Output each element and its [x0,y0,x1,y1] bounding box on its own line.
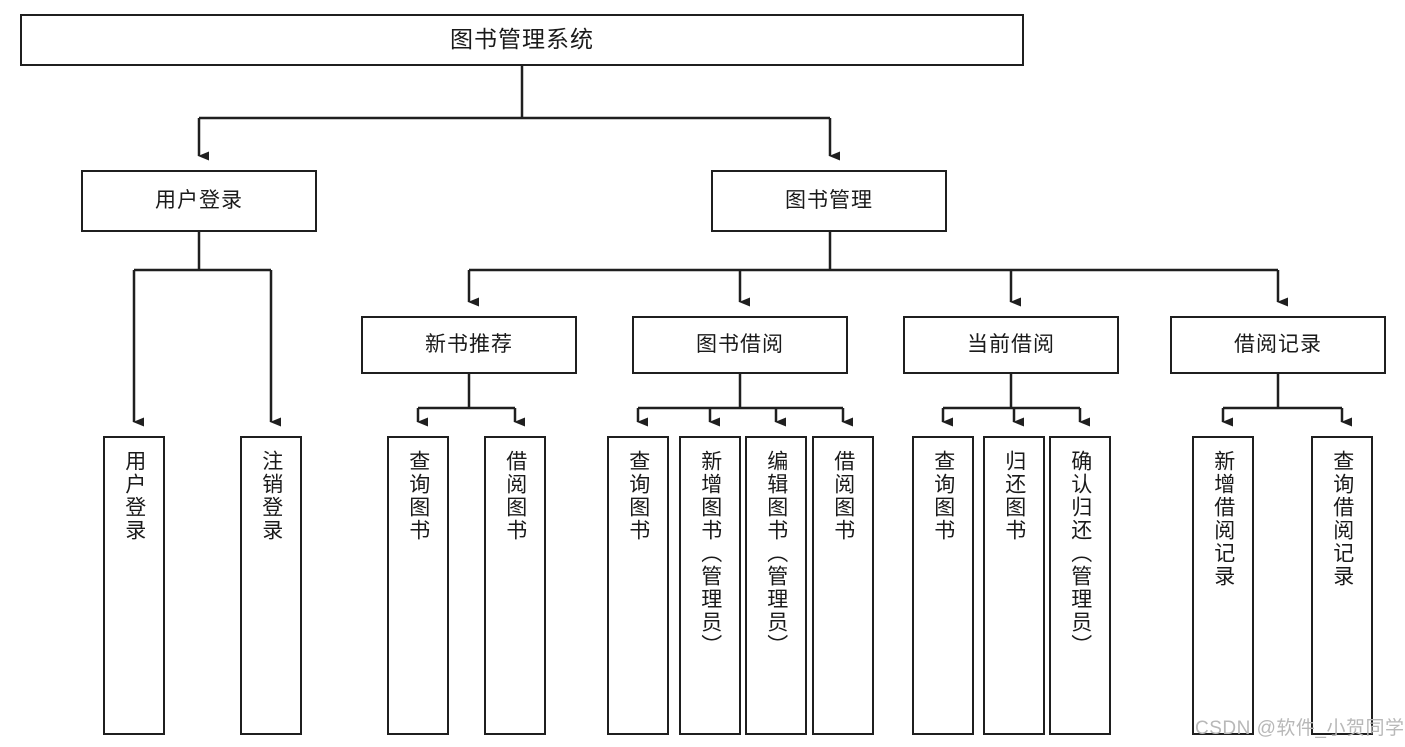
leaf-edit-book-admin-label: 编辑图书（管理员） [764,450,788,657]
node-book-borrow[interactable]: 图书借阅 [632,316,848,374]
node-book-management[interactable]: 图书管理 [711,170,947,232]
node-borrow-record[interactable]: 借阅记录 [1170,316,1386,374]
leaf-borrow-book-nbr[interactable]: 借阅图书 [484,436,546,735]
node-root-book-management-system[interactable]: 图书管理系统 [20,14,1024,66]
leaf-query-borrow-record-label: 查询借阅记录 [1330,450,1354,588]
csdn-watermark: CSDN @软件_小贺同学 [1195,718,1405,739]
leaf-confirm-return-admin[interactable]: 确认归还（管理员） [1049,436,1111,735]
node-new-book-recommendation-label: 新书推荐 [425,332,513,356]
leaf-return-book[interactable]: 归还图书 [983,436,1045,735]
leaf-query-book-nbr-label: 查询图书 [406,450,430,542]
leaf-borrow-book-bb-label: 借阅图书 [831,450,855,542]
node-current-borrow-label: 当前借阅 [967,332,1055,356]
leaf-add-book-admin[interactable]: 新增图书（管理员） [679,436,741,735]
leaf-confirm-return-admin-label: 确认归还（管理员） [1068,450,1092,657]
leaf-query-book-cb[interactable]: 查询图书 [912,436,974,735]
node-root-label: 图书管理系统 [450,26,594,53]
leaf-query-book-cb-label: 查询图书 [931,450,955,542]
node-book-borrow-label: 图书借阅 [696,332,784,356]
leaf-query-borrow-record[interactable]: 查询借阅记录 [1311,436,1373,735]
leaf-logout[interactable]: 注销登录 [240,436,302,735]
leaf-edit-book-admin[interactable]: 编辑图书（管理员） [745,436,807,735]
node-user-login[interactable]: 用户登录 [81,170,317,232]
leaf-logout-label: 注销登录 [259,450,283,542]
node-user-login-label: 用户登录 [155,188,243,212]
leaf-user-login-label: 用户登录 [122,450,146,542]
leaf-borrow-book-nbr-label: 借阅图书 [503,450,527,542]
leaf-query-book-nbr[interactable]: 查询图书 [387,436,449,735]
leaf-add-borrow-record-label: 新增借阅记录 [1211,450,1235,588]
leaf-user-login[interactable]: 用户登录 [103,436,165,735]
node-current-borrow[interactable]: 当前借阅 [903,316,1119,374]
leaf-query-book-bb[interactable]: 查询图书 [607,436,669,735]
node-new-book-recommendation[interactable]: 新书推荐 [361,316,577,374]
node-borrow-record-label: 借阅记录 [1234,332,1322,356]
leaf-add-borrow-record[interactable]: 新增借阅记录 [1192,436,1254,735]
leaf-borrow-book-bb[interactable]: 借阅图书 [812,436,874,735]
node-book-management-label: 图书管理 [785,188,873,212]
leaf-query-book-bb-label: 查询图书 [626,450,650,542]
leaf-add-book-admin-label: 新增图书（管理员） [698,450,722,657]
leaf-return-book-label: 归还图书 [1002,450,1026,542]
